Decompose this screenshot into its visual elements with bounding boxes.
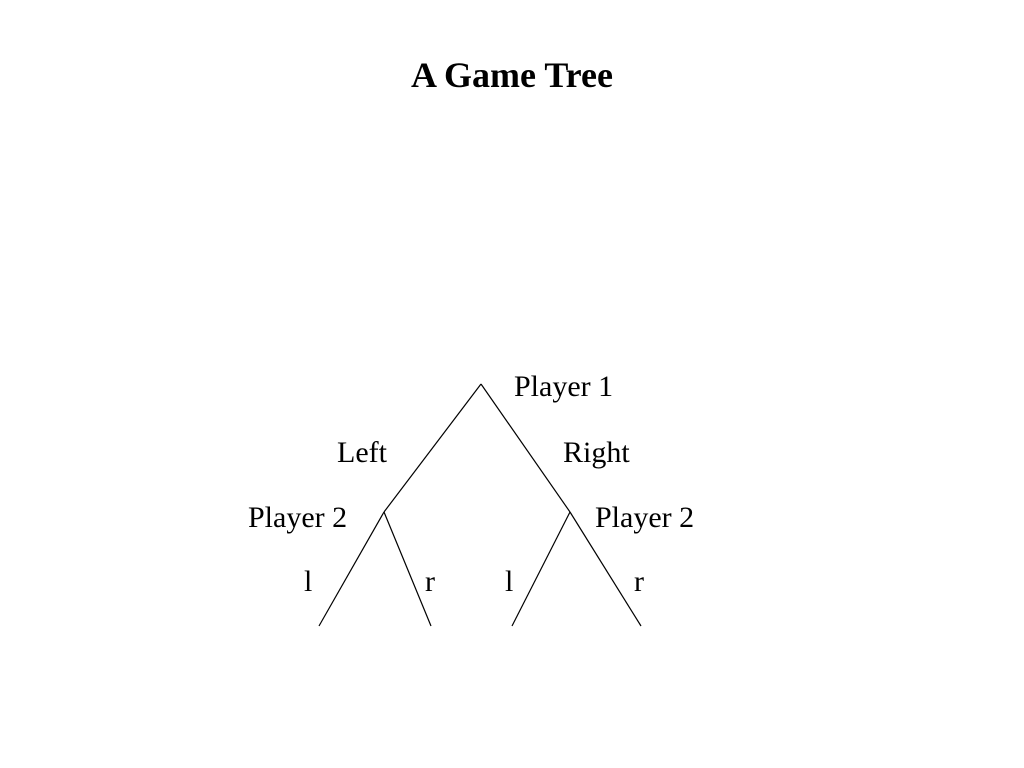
edge-root-right [480, 383, 571, 513]
edge-right-l [511, 511, 571, 627]
move-label-right-r: r [634, 565, 644, 598]
edge-root-left [383, 383, 482, 513]
move-label-left: Left [337, 436, 388, 469]
move-label-right-l: l [505, 565, 513, 598]
root-node-label: Player 1 [514, 370, 613, 403]
edge-left-r [383, 511, 432, 627]
edge-right-r [569, 511, 642, 627]
right-node-label: Player 2 [595, 501, 694, 534]
left-node-label: Player 2 [248, 501, 347, 534]
move-label-left-l: l [304, 565, 312, 598]
edge-left-l [318, 511, 385, 627]
move-label-left-r: r [425, 565, 435, 598]
move-label-right: Right [563, 436, 630, 469]
slide-title: A Game Tree [411, 55, 613, 95]
